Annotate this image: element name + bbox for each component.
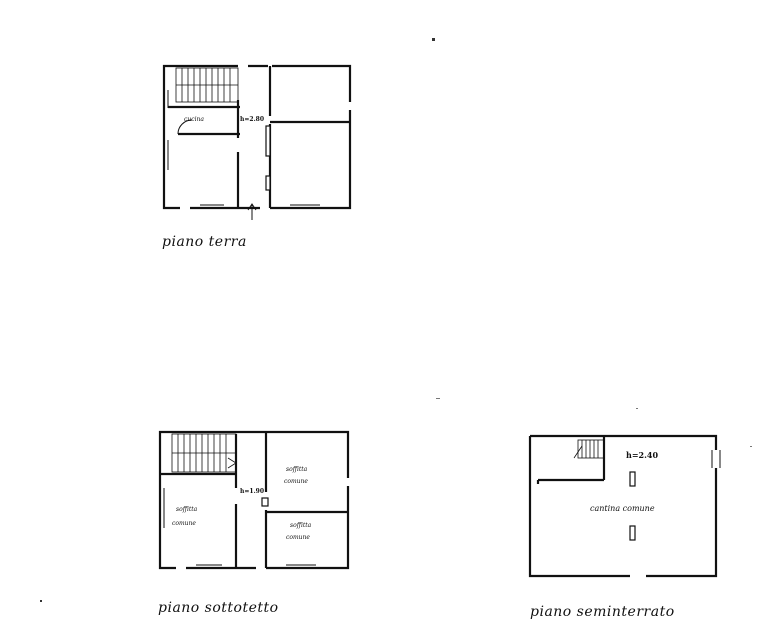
attic-right-top-label-1: soffitta — [286, 466, 308, 473]
attic-right-bottom-label-1: soffitta — [290, 522, 312, 529]
attic-right-bottom-label-2: comune — [286, 534, 310, 541]
stair-attic — [171, 433, 237, 473]
scan-speck — [432, 38, 435, 41]
attic-height-label: h=1.90 — [240, 488, 265, 495]
attic-floor-plan — [158, 430, 350, 570]
basement-floor-plan — [528, 434, 721, 578]
kitchen-label: cucina — [184, 116, 204, 123]
attic-floor-caption: piano sottotetto — [158, 600, 279, 616]
basement-height-label: h=2.40 — [626, 450, 659, 460]
stair-ground — [175, 67, 239, 103]
attic-left-room-label-2: comune — [172, 520, 196, 527]
attic-left-room-label-1: soffitta — [176, 506, 198, 513]
ground-height-label: h=2.80 — [240, 116, 265, 123]
scan-speck — [40, 600, 42, 602]
scan-speck — [750, 446, 752, 447]
scan-speck — [636, 408, 638, 409]
ground-floor-caption: piano terra — [162, 234, 247, 250]
stair-basement — [573, 439, 605, 459]
ground-floor-plan — [162, 64, 352, 220]
basement-floor-caption: piano seminterrato — [530, 604, 675, 620]
basement-room-label: cantina comune — [590, 504, 655, 513]
scan-speck — [436, 398, 440, 399]
attic-right-top-label-2: comune — [284, 478, 308, 485]
